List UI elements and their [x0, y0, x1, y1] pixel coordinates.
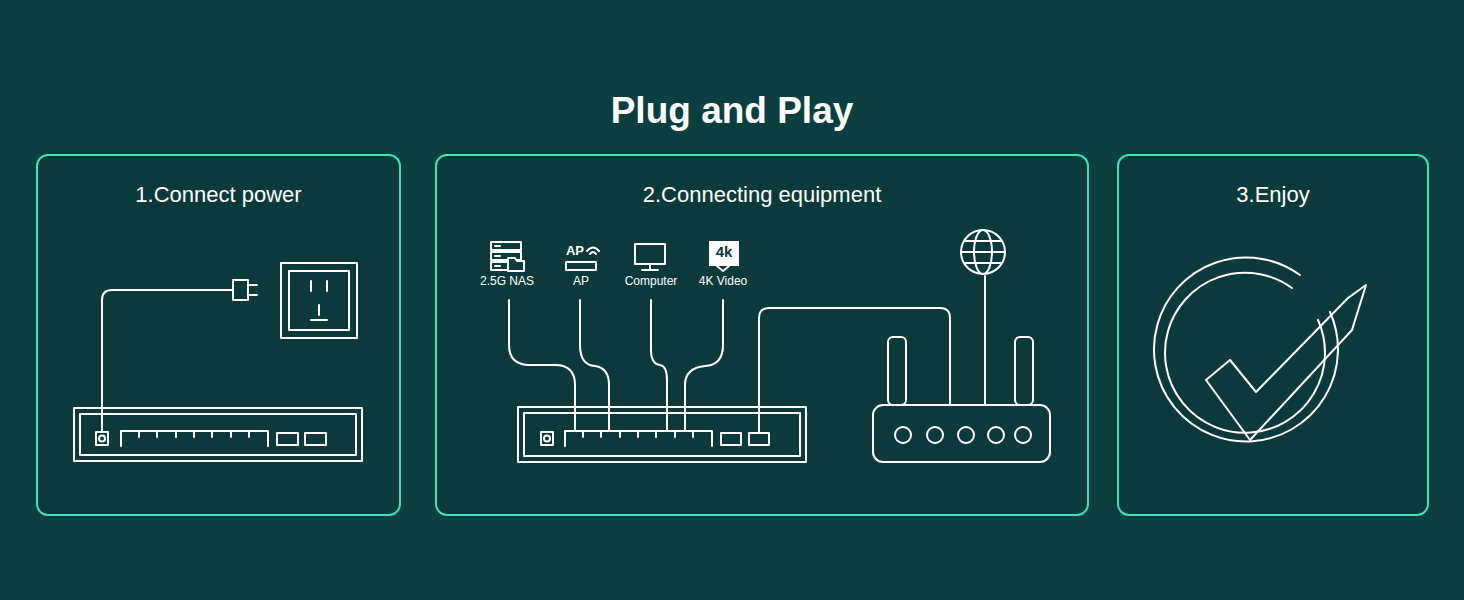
step-panel: 1.Connect power	[36, 154, 401, 516]
device-label: AP	[573, 274, 589, 288]
device-label: 2.5G NAS	[480, 274, 534, 288]
step-heading: 1.Connect power	[38, 182, 399, 208]
device-label: Computer	[625, 274, 678, 288]
step-heading: 3.Enjoy	[1119, 182, 1427, 208]
icon-text: AP	[566, 243, 584, 258]
step-panel: 3.Enjoy	[1117, 154, 1429, 516]
step-heading: 2.Connecting equipment	[437, 182, 1087, 208]
diagram-title: Plug and Play	[0, 90, 1464, 132]
icon-text: 4k	[716, 243, 733, 260]
device-label: 4K Video	[699, 274, 748, 288]
step-panel: 2.Connecting equipment	[435, 154, 1089, 516]
